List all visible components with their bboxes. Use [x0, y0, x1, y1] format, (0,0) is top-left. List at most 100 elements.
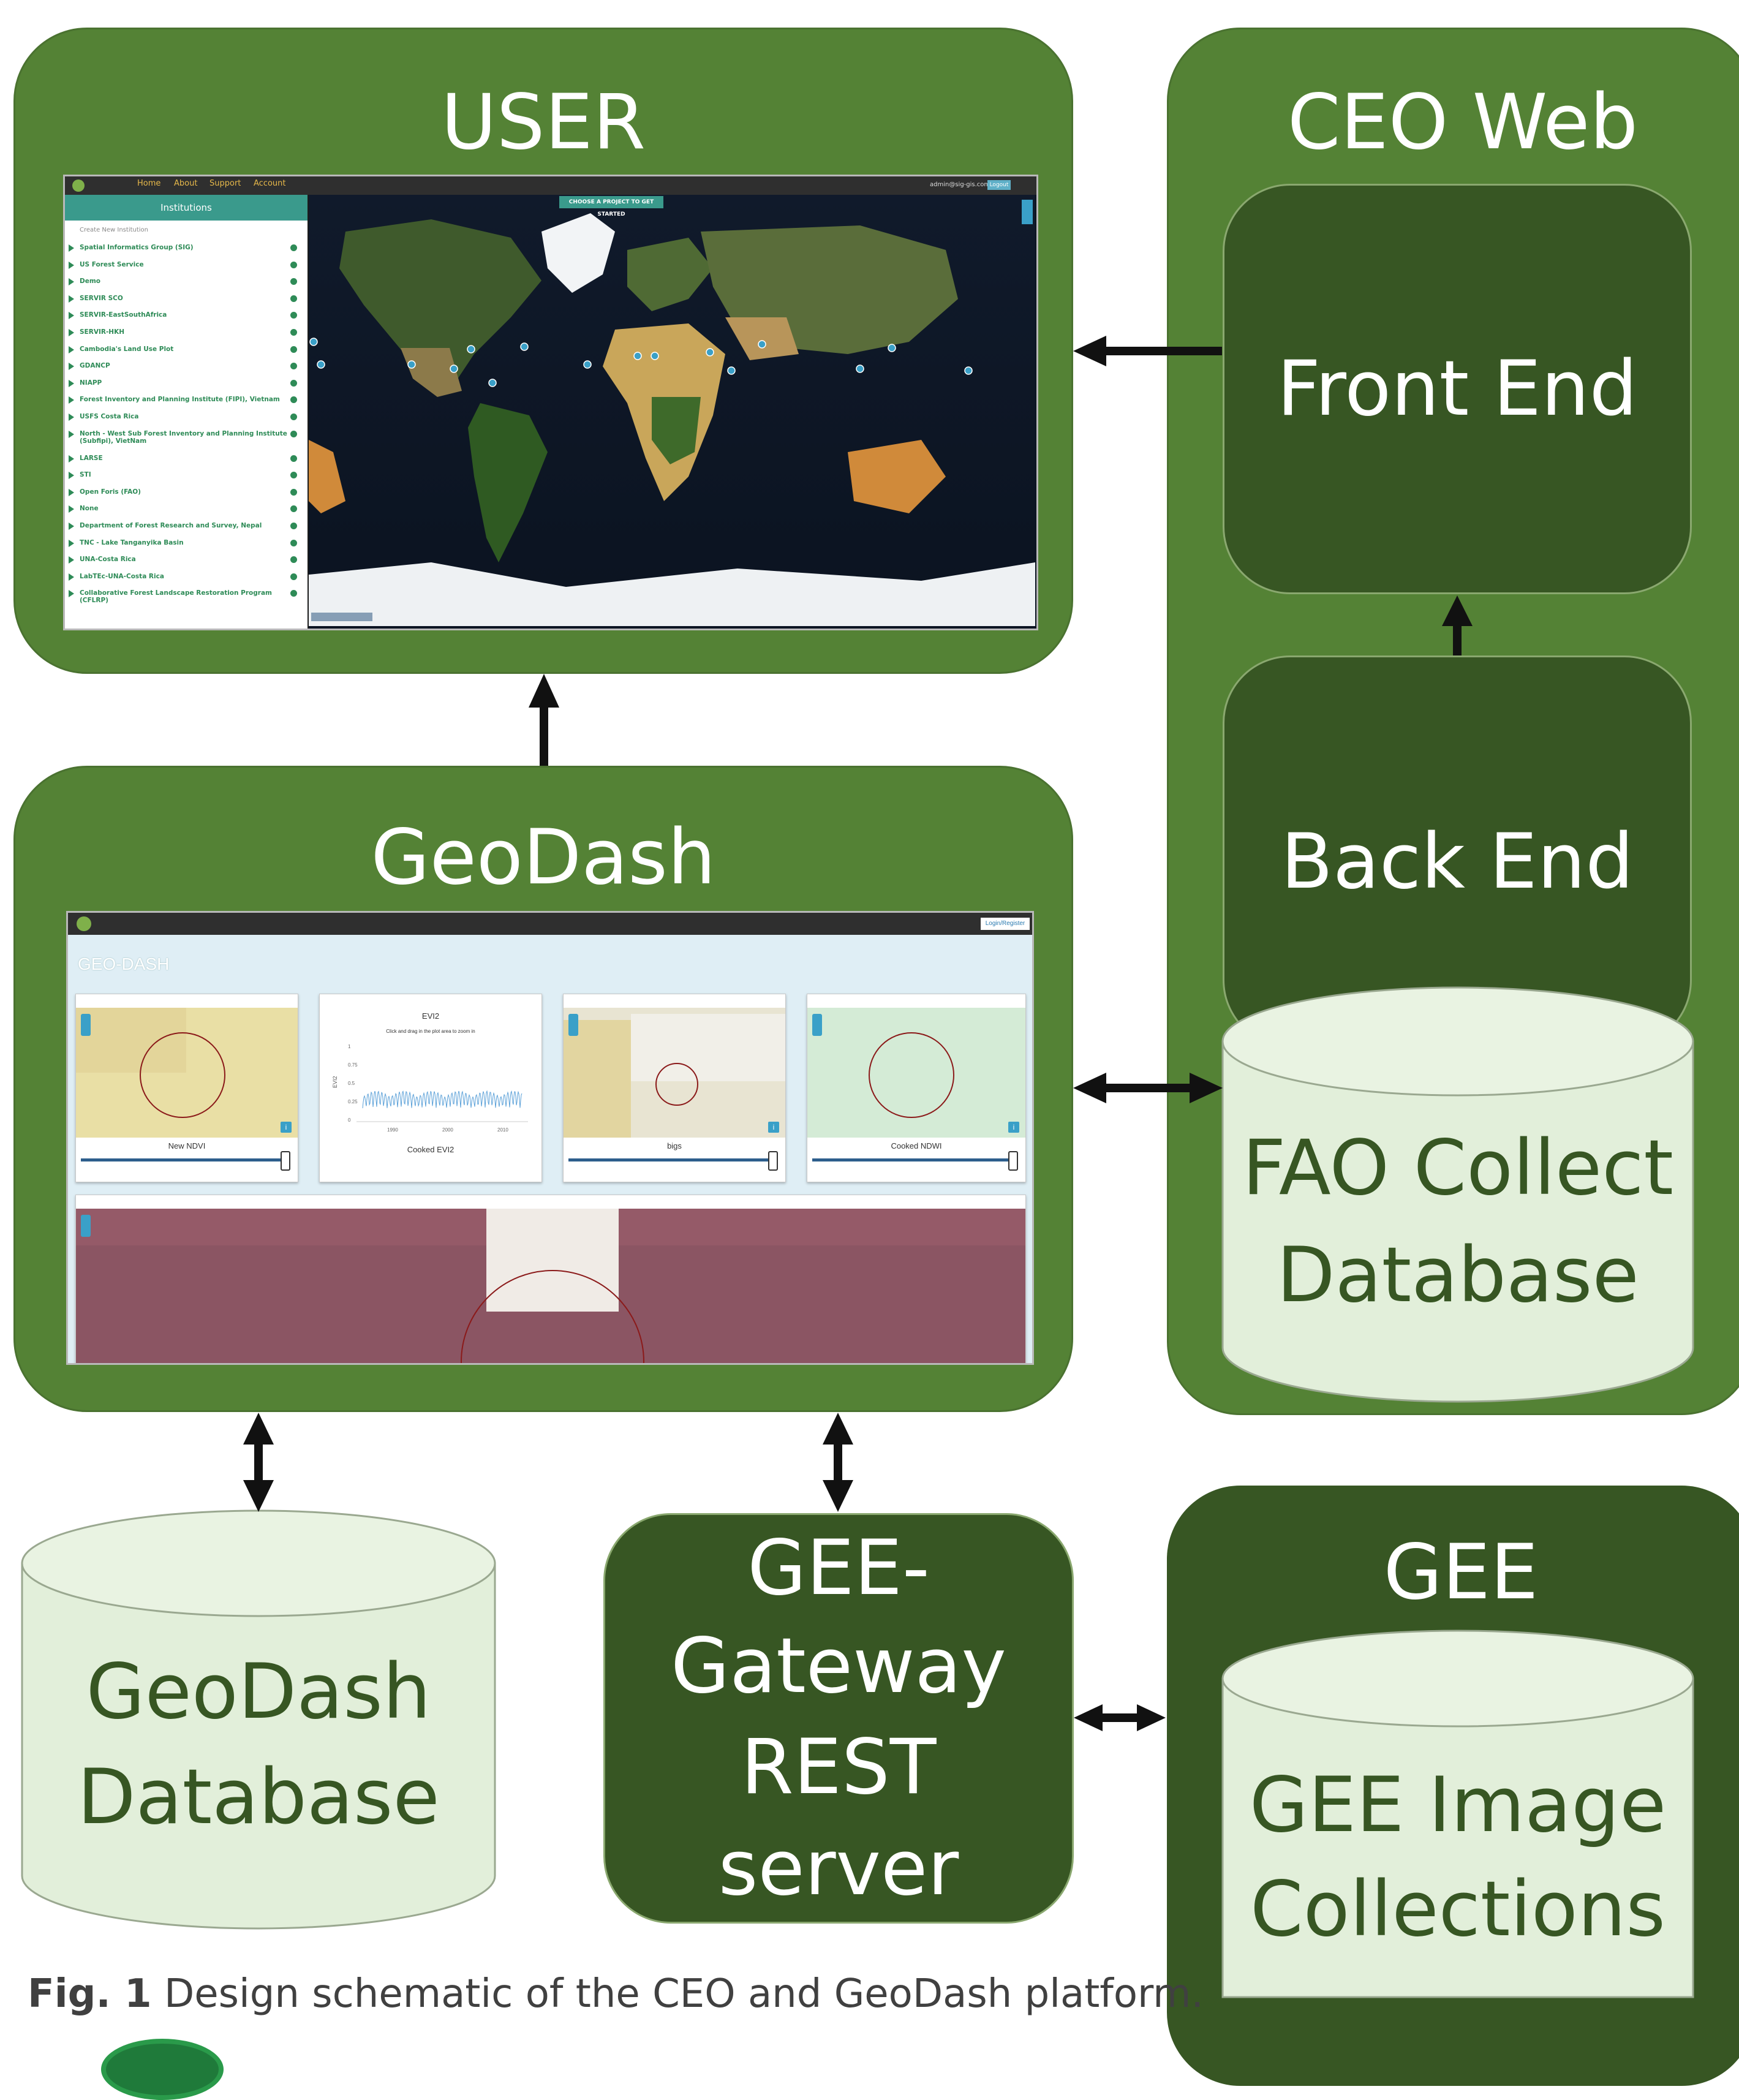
expand-triangle-icon[interactable]	[69, 573, 74, 581]
institution-item[interactable]: GDANCP	[80, 362, 110, 370]
expand-triangle-icon[interactable]	[69, 539, 74, 547]
institution-item[interactable]: TNC - Lake Tanganyika Basin	[80, 538, 184, 546]
expand-triangle-icon[interactable]	[69, 312, 74, 320]
logout-button[interactable]: Logout	[987, 180, 1011, 190]
ceo-topbar: Home About Support Account admin@sig-gis…	[65, 176, 1036, 195]
institution-item[interactable]: NIAPP	[80, 379, 102, 387]
nav-home[interactable]: Home	[137, 179, 161, 188]
large-map[interactable]	[76, 1209, 1025, 1363]
institution-item[interactable]: Collaborative Forest Landscape Restorati…	[80, 589, 272, 597]
institution-item[interactable]: Department of Forest Research and Survey…	[80, 522, 262, 529]
nav-support[interactable]: Support	[209, 179, 241, 188]
expand-triangle-icon[interactable]	[69, 261, 74, 269]
info-icon[interactable]	[290, 488, 297, 496]
gateway-line1: GEE-	[747, 1524, 930, 1612]
slider-handle[interactable]	[768, 1151, 778, 1171]
zoom-control[interactable]	[568, 1014, 578, 1036]
institution-item[interactable]: North - West Sub Forest Inventory and Pl…	[80, 429, 287, 437]
geodash-database-cylinder	[21, 1509, 496, 1930]
institution-item[interactable]: LabTEc-UNA-Costa Rica	[80, 572, 164, 580]
expand-triangle-icon[interactable]	[69, 278, 74, 286]
geodash-logo-icon	[77, 916, 91, 931]
info-icon[interactable]	[290, 278, 297, 285]
institution-item[interactable]: Cambodia's Land Use Plot	[80, 345, 174, 353]
expand-triangle-icon[interactable]	[69, 505, 74, 513]
nav-about[interactable]: About	[174, 179, 198, 188]
info-icon[interactable]: i	[1008, 1122, 1019, 1133]
info-icon[interactable]	[290, 430, 297, 437]
institution-item[interactable]: SERVIR-EastSouthAfrica	[80, 311, 167, 319]
institution-item[interactable]: Forest Inventory and Planning Institute …	[80, 396, 280, 404]
institution-item[interactable]: UNA-Costa Rica	[80, 556, 136, 564]
zoom-control[interactable]	[812, 1014, 822, 1036]
info-icon[interactable]	[290, 505, 297, 513]
info-icon[interactable]: i	[768, 1122, 779, 1133]
institution-item[interactable]: US Forest Service	[80, 260, 144, 268]
info-icon[interactable]	[290, 363, 297, 370]
institution-item[interactable]: STI	[80, 471, 91, 479]
info-icon[interactable]	[290, 396, 297, 404]
info-icon[interactable]	[290, 573, 297, 580]
expand-triangle-icon[interactable]	[69, 346, 74, 353]
expand-triangle-icon[interactable]	[69, 523, 74, 530]
zoom-control[interactable]	[81, 1014, 91, 1036]
expand-triangle-icon[interactable]	[69, 488, 74, 496]
info-icon[interactable]: i	[281, 1122, 292, 1133]
expand-triangle-icon[interactable]	[69, 590, 74, 598]
expand-triangle-icon[interactable]	[69, 472, 74, 480]
zoom-control[interactable]	[81, 1215, 91, 1237]
ndvi-map[interactable]	[76, 1008, 298, 1138]
expand-triangle-icon[interactable]	[69, 455, 74, 463]
bigs-map[interactable]	[564, 1008, 785, 1138]
geodash-db-line2: Database	[77, 1753, 440, 1841]
info-icon[interactable]	[290, 379, 297, 387]
institution-item[interactable]: Spatial Informatics Group (SIG)	[80, 244, 194, 251]
info-icon[interactable]	[290, 414, 297, 420]
info-icon[interactable]	[290, 295, 297, 302]
expand-triangle-icon[interactable]	[69, 379, 74, 387]
nav-account[interactable]: Account	[254, 179, 286, 188]
opacity-slider[interactable]	[81, 1158, 285, 1161]
project-banner: CHOOSE A PROJECT TO GET STARTED	[559, 196, 663, 217]
info-icon[interactable]	[290, 523, 297, 529]
info-icon[interactable]	[290, 472, 297, 479]
info-icon[interactable]	[290, 261, 297, 268]
institution-item[interactable]: None	[80, 505, 99, 513]
slider-handle[interactable]	[281, 1151, 290, 1171]
create-institution-link[interactable]: Create New Institution	[80, 227, 149, 233]
ndwi-map[interactable]	[807, 1008, 1025, 1138]
caption-text: Design schematic of the CEO and GeoDash …	[151, 1971, 1204, 2017]
expand-triangle-icon[interactable]	[69, 329, 74, 336]
world-map[interactable]: CHOOSE A PROJECT TO GET STARTED	[309, 195, 1036, 629]
institution-item[interactable]: SERVIR-HKH	[80, 328, 125, 336]
widget-cooked-evi2: EVI2 Click and drag in the plot area to …	[319, 994, 542, 1182]
info-icon[interactable]	[290, 244, 297, 251]
institution-item[interactable]: LARSE	[80, 454, 103, 462]
login-register-button[interactable]: Login/Register	[981, 918, 1030, 930]
expand-triangle-icon[interactable]	[69, 430, 74, 438]
widget-label: Cooked EVI2	[407, 1145, 455, 1154]
info-icon[interactable]	[290, 312, 297, 319]
expand-triangle-icon[interactable]	[69, 244, 74, 252]
info-icon[interactable]	[290, 346, 297, 353]
info-icon[interactable]	[290, 539, 297, 546]
expand-triangle-icon[interactable]	[69, 396, 74, 404]
expand-triangle-icon[interactable]	[69, 295, 74, 303]
info-icon[interactable]	[290, 329, 297, 336]
institution-item[interactable]: USFS Costa Rica	[80, 413, 139, 420]
institution-item[interactable]: Open Foris (FAO)	[80, 488, 141, 496]
info-icon[interactable]	[290, 556, 297, 564]
institution-item[interactable]: Demo	[80, 278, 100, 285]
expand-triangle-icon[interactable]	[69, 363, 74, 371]
slider-handle[interactable]	[1008, 1151, 1018, 1171]
expand-triangle-icon[interactable]	[69, 556, 74, 564]
map-zoom-control[interactable]	[1022, 200, 1033, 224]
info-icon[interactable]	[290, 455, 297, 462]
expand-triangle-icon[interactable]	[69, 414, 74, 421]
opacity-slider[interactable]	[568, 1158, 773, 1161]
institution-item[interactable]: SERVIR SCO	[80, 294, 123, 302]
opacity-slider[interactable]	[812, 1158, 1013, 1161]
info-icon[interactable]	[290, 590, 297, 597]
widget-new-ndvi: i New NDVI	[75, 994, 298, 1182]
